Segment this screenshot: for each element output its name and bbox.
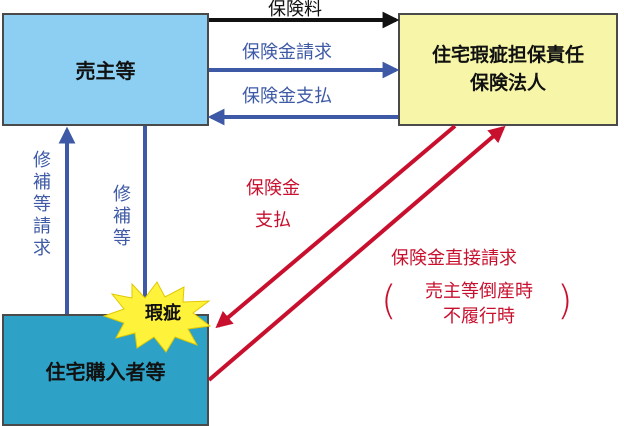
payment-to-buyer-label-line1: 保険金 — [246, 178, 300, 199]
repair-request-label: 修補等請求 — [33, 150, 51, 259]
insurer-box: 住宅瑕疵担保責任 保険法人 — [398, 13, 618, 126]
repair-label: 修補等 — [113, 184, 131, 249]
payment-to-buyer-arrow — [215, 124, 457, 329]
direct-claim-condition-line1: 売主等倒産時 — [425, 281, 533, 302]
direct-claim-label: 保険金直接請求 — [391, 248, 517, 269]
payment-to-buyer-label-line2: 支払 — [255, 210, 291, 231]
premium-label: 保険料 — [268, 0, 322, 20]
bracket-left: ( — [381, 278, 397, 324]
seller-label: 売主等 — [75, 59, 136, 83]
direct-claim-arrow — [207, 125, 506, 382]
defect-label: 瑕疵 — [145, 303, 181, 324]
defect-starburst — [102, 281, 212, 353]
claim-label: 保険金請求 — [242, 42, 332, 63]
bracket-right: ) — [557, 278, 573, 324]
insurer-label-line2: 保険法人 — [469, 71, 546, 94]
direct-claim-condition-line2: 不履行時 — [443, 306, 515, 327]
seller-box: 売主等 — [2, 13, 209, 126]
buyer-label: 住宅購入者等 — [45, 359, 166, 384]
insurer-label-line1: 住宅瑕疵担保責任 — [431, 43, 584, 66]
payment-to-seller-label: 保険金支払 — [242, 86, 332, 107]
